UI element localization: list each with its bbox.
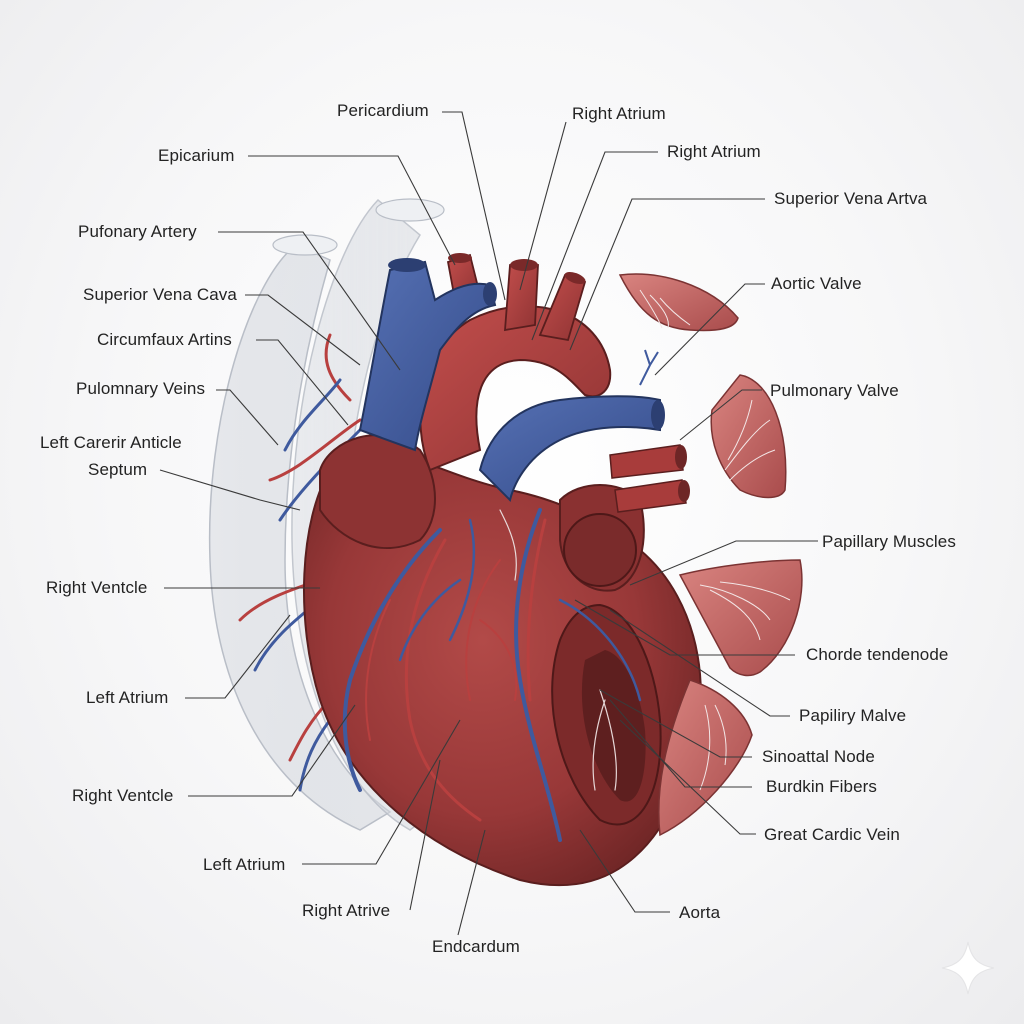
label-right-atrium: Right Atrium	[667, 142, 761, 161]
label-right-ventcle-upper: Right Ventcle	[46, 578, 148, 597]
label-chorde-tendenode: Chorde tendenode	[806, 645, 949, 664]
right-vessels	[609, 349, 690, 513]
label-left-atrium-lower: Left Atrium	[203, 855, 286, 874]
label-pericardium: Pericardium	[337, 101, 429, 120]
label-superior-vena-artva: Superior Vena Artva	[774, 189, 928, 208]
label-papiliry-malve: Papiliry Malve	[799, 706, 907, 725]
papillary-valve-leaflet	[678, 559, 803, 677]
valve-leaflets	[618, 273, 803, 837]
label-epicarium: Epicarium	[158, 146, 235, 165]
label-septum: Septum	[88, 460, 148, 479]
label-endcardum: Endcardum	[432, 937, 520, 956]
label-right-atrium-top: Right Atrium	[572, 104, 666, 123]
label-papillary-muscles: Papillary Muscles	[822, 532, 956, 551]
heart-body	[302, 434, 702, 887]
label-superior-vena-cava: Superior Vena Cava	[83, 285, 237, 304]
leader-lines	[159, 111, 818, 936]
label-pulomnary-veins: Pulomnary Veins	[76, 379, 206, 398]
label-great-cardic-vein: Great Cardic Vein	[764, 825, 900, 844]
label-right-ventcle-lower: Right Ventcle	[72, 786, 174, 805]
label-aortic-valve: Aortic Valve	[771, 274, 862, 293]
label-circumfaux-artins: Circumfaux Artins	[97, 330, 232, 349]
label-left-carerir-anticle: Left Carerir Anticle	[40, 433, 182, 452]
label-aorta: Aorta	[679, 903, 721, 922]
sparkle-icon	[941, 941, 995, 995]
label-right-atrive: Right Atrive	[302, 901, 391, 920]
label-left-atrium-upper: Left Atrium	[86, 688, 169, 707]
label-pufonary-artery: Pufonary Artery	[78, 222, 197, 241]
pulmonary-valve-leaflet	[710, 374, 787, 499]
coronary-vessels	[342, 508, 642, 842]
label-sinoattal-node: Sinoattal Node	[762, 747, 875, 766]
lower-valve-leaflet	[658, 679, 753, 837]
aorta-arch	[419, 253, 612, 472]
label-pulmonary-valve: Pulmonary Valve	[770, 381, 899, 400]
label-burdkin-fibers: Burdkin Fibers	[766, 777, 877, 796]
venous-vessels	[358, 258, 665, 502]
aortic-valve-leaflet	[618, 273, 739, 332]
